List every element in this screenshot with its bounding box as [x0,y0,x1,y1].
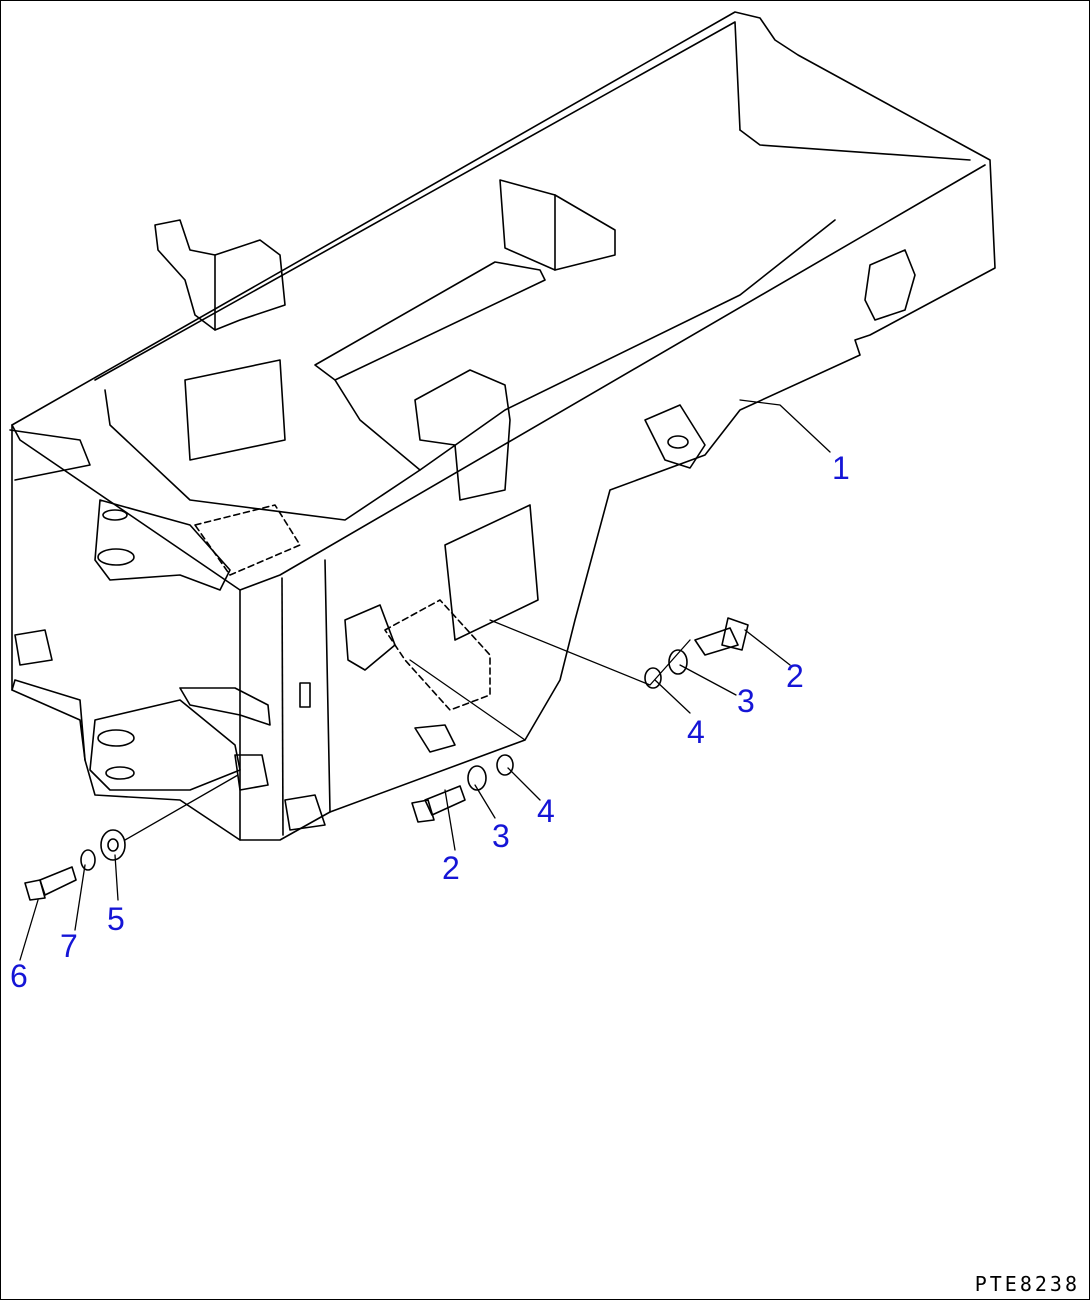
washer-part-4-lower[interactable] [496,754,514,776]
callout-3-upper[interactable]: 3 [737,683,755,719]
callout-7[interactable]: 7 [60,928,78,964]
callout-2-upper[interactable]: 2 [786,658,804,694]
bushing-part-5[interactable] [100,829,126,861]
callout-6[interactable]: 6 [10,958,28,994]
callout-1[interactable]: 1 [832,450,850,486]
leader-lines [19,399,831,961]
bolt-part-2-lower[interactable] [411,785,466,823]
main-frame-part-1[interactable] [9,11,996,841]
bolt-part-6[interactable] [24,866,77,901]
nut-part-3-lower[interactable] [467,765,487,791]
washer-part-7[interactable] [80,849,96,871]
callout-5[interactable]: 5 [107,901,125,937]
nut-part-3-upper[interactable] [668,649,688,675]
callout-2-lower[interactable]: 2 [442,850,460,886]
callout-4-lower[interactable]: 4 [537,793,555,829]
callout-4-upper[interactable]: 4 [687,714,705,750]
bolt-part-2-upper[interactable] [694,617,749,656]
figure-code: PTE8238 [974,1272,1080,1296]
washer-part-4-upper[interactable] [644,667,662,689]
callout-3-lower[interactable]: 3 [492,818,510,854]
